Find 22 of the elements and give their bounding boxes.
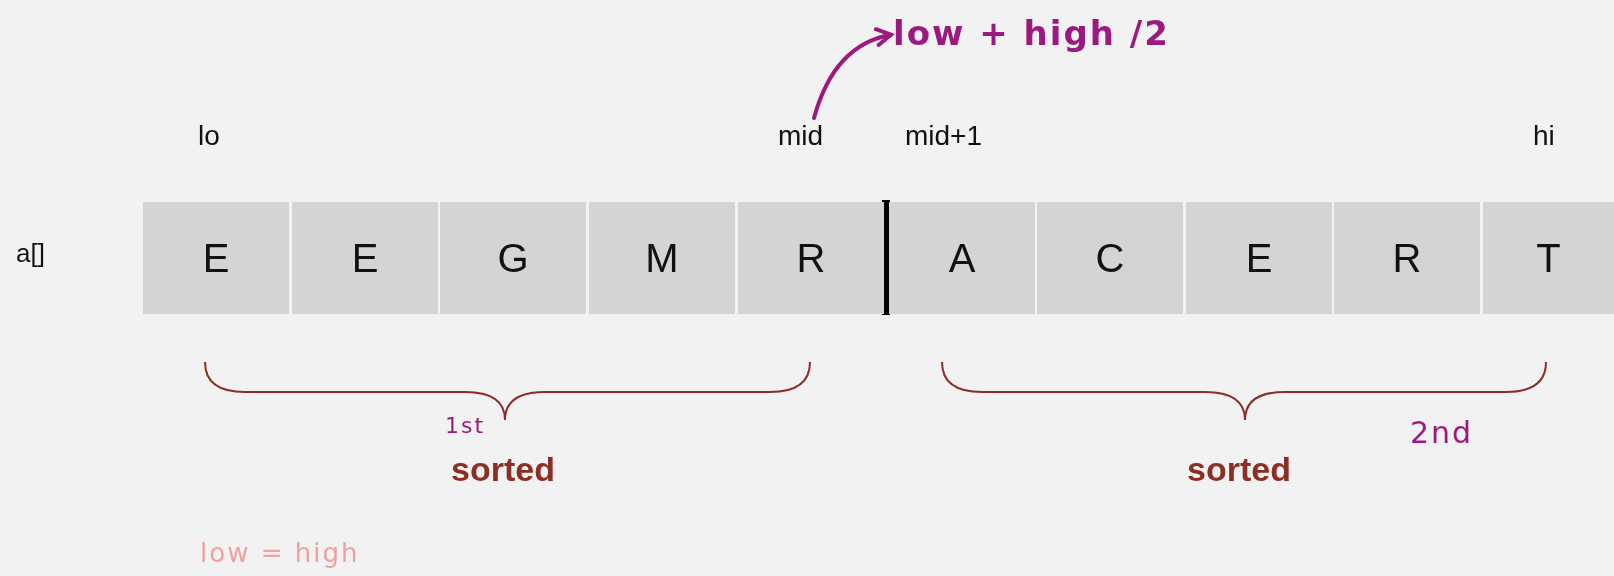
- bracket-label: sorted: [1187, 452, 1291, 486]
- array-cell: R: [1334, 202, 1480, 314]
- array-cell: E: [143, 202, 289, 314]
- bracket-label: sorted: [451, 452, 555, 486]
- array-cell: G: [440, 202, 586, 314]
- array-cell: C: [1037, 202, 1183, 314]
- handwritten-note: low = high: [200, 540, 360, 566]
- handwritten-note: low + high /2: [893, 16, 1170, 50]
- index-label: lo: [198, 122, 220, 150]
- index-label: mid+1: [905, 122, 983, 150]
- array-cell: E: [1186, 202, 1332, 314]
- array-cell: T: [1483, 202, 1614, 314]
- handwritten-note: 2nd: [1410, 418, 1474, 448]
- array-cell: A: [889, 202, 1035, 314]
- index-label: hi: [1533, 122, 1555, 150]
- array-label: a[]: [16, 240, 45, 266]
- array-cell: R: [738, 202, 884, 314]
- array-cell: E: [292, 202, 438, 314]
- handwritten-note: 1st: [445, 415, 486, 437]
- index-label: mid: [778, 122, 824, 150]
- array-cell: M: [589, 202, 735, 314]
- arrow: [812, 28, 893, 120]
